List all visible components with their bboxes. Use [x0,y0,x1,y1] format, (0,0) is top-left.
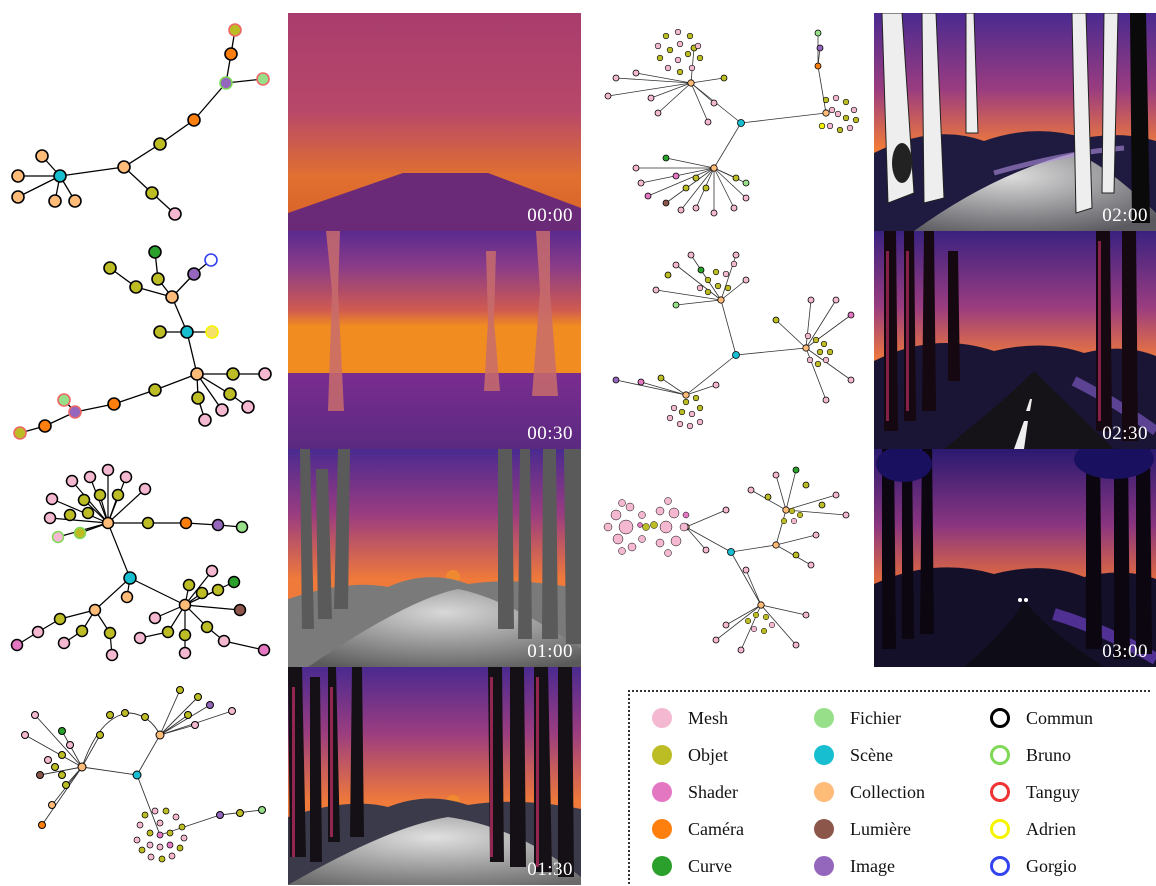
legend-item-collection: Collection [814,780,925,804]
shader-swatch [652,782,672,802]
legend-item-camera: Caméra [652,817,744,841]
render-frame-0000: 00:00 [288,13,581,231]
frame-image-0000 [288,13,581,231]
mesh-swatch [652,708,672,728]
frame-image-0230 [874,231,1156,449]
mesh-cluster-0130 [133,807,188,863]
scene-graph-0030 [13,245,272,440]
legend-item-curve: Curve [652,854,732,878]
legend-label: Bruno [1026,744,1071,765]
mesh-cluster-0230-b [804,332,834,368]
legend-label: Gorgio [1026,855,1077,876]
scene-graph-0100 [10,463,271,662]
mesh-cluster-0300-a [603,499,650,555]
legend-item-image: Image [814,854,895,878]
legend-label: Adrien [1026,818,1076,839]
collection-swatch [814,782,834,802]
legend-label: Lumière [850,818,911,839]
legend-item-objet: Objet [652,743,728,767]
bruno-ring [990,745,1010,765]
scene-swatch [814,745,834,765]
frame-image-0200 [874,13,1156,231]
mesh-cluster-0230-c [666,394,704,430]
timestamp: 02:30 [1102,423,1148,444]
legend-item-scene: Scène [814,743,893,767]
legend-label: Image [850,855,895,876]
mesh-cluster-0230-a [696,260,738,296]
timestamp: 01:00 [527,641,573,662]
scene-graph-0130 [21,686,266,863]
legend-label: Objet [688,744,728,765]
render-frame-0200: 02:00 [874,13,1156,231]
legend-label: Mesh [688,707,728,728]
gorgio-ring [990,856,1010,876]
tanguy-ring [990,782,1010,802]
render-frame-0130: 01:30 [288,667,581,885]
legend-label: Collection [850,781,925,802]
render-frame-0230: 02:30 [874,231,1156,449]
frame-image-0100 [288,449,581,667]
legend-item-lumiere: Lumière [814,817,911,841]
legend: Mesh Objet Shader Caméra Curve Fichier S… [628,690,1150,884]
legend-item-gorgio: Gorgio [990,854,1077,878]
timestamp: 00:00 [527,205,573,226]
legend-label: Caméra [688,818,744,839]
legend-item-shader: Shader [652,780,738,804]
legend-item-fichier: Fichier [814,706,901,730]
frame-image-0130 [288,667,581,885]
mesh-cluster-0200-b [818,94,860,134]
mesh-cluster-0200-a [654,28,704,76]
curve-swatch [652,856,672,876]
objet-swatch [652,745,672,765]
legend-label: Curve [688,855,732,876]
mesh-cluster-0300-b [650,497,690,557]
legend-label: Shader [688,781,738,802]
lumiere-swatch [814,819,834,839]
render-frame-0300: 03:00 [874,449,1156,667]
legend-label: Scène [850,744,893,765]
timestamp: 01:30 [527,859,573,880]
frame-image-0300 [874,449,1156,667]
timestamp: 00:30 [527,423,573,444]
commun-ring [990,708,1010,728]
scene-graph-0000 [11,23,270,221]
camera-swatch [652,819,672,839]
legend-label: Commun [1026,707,1094,728]
render-frame-0100: 01:00 [288,449,581,667]
scene-graph-0300 [603,466,850,654]
legend-label: Tanguy [1026,781,1080,802]
legend-item-bruno: Bruno [990,743,1071,767]
fichier-swatch [814,708,834,728]
mesh-cluster-0300-c [744,507,804,635]
adrien-ring [990,819,1010,839]
frame-image-0030 [288,231,581,449]
render-frame-0030: 00:30 [288,231,581,449]
scene-graph-0230 [612,251,855,430]
image-swatch [814,856,834,876]
legend-item-mesh: Mesh [652,706,728,730]
timestamp: 02:00 [1102,205,1148,226]
timestamp: 03:00 [1102,641,1148,662]
legend-item-adrien: Adrien [990,817,1076,841]
legend-item-commun: Commun [990,706,1093,730]
scene-graph-0200 [604,28,860,217]
legend-item-tanguy: Tanguy [990,780,1080,804]
legend-label: Fichier [850,707,901,728]
